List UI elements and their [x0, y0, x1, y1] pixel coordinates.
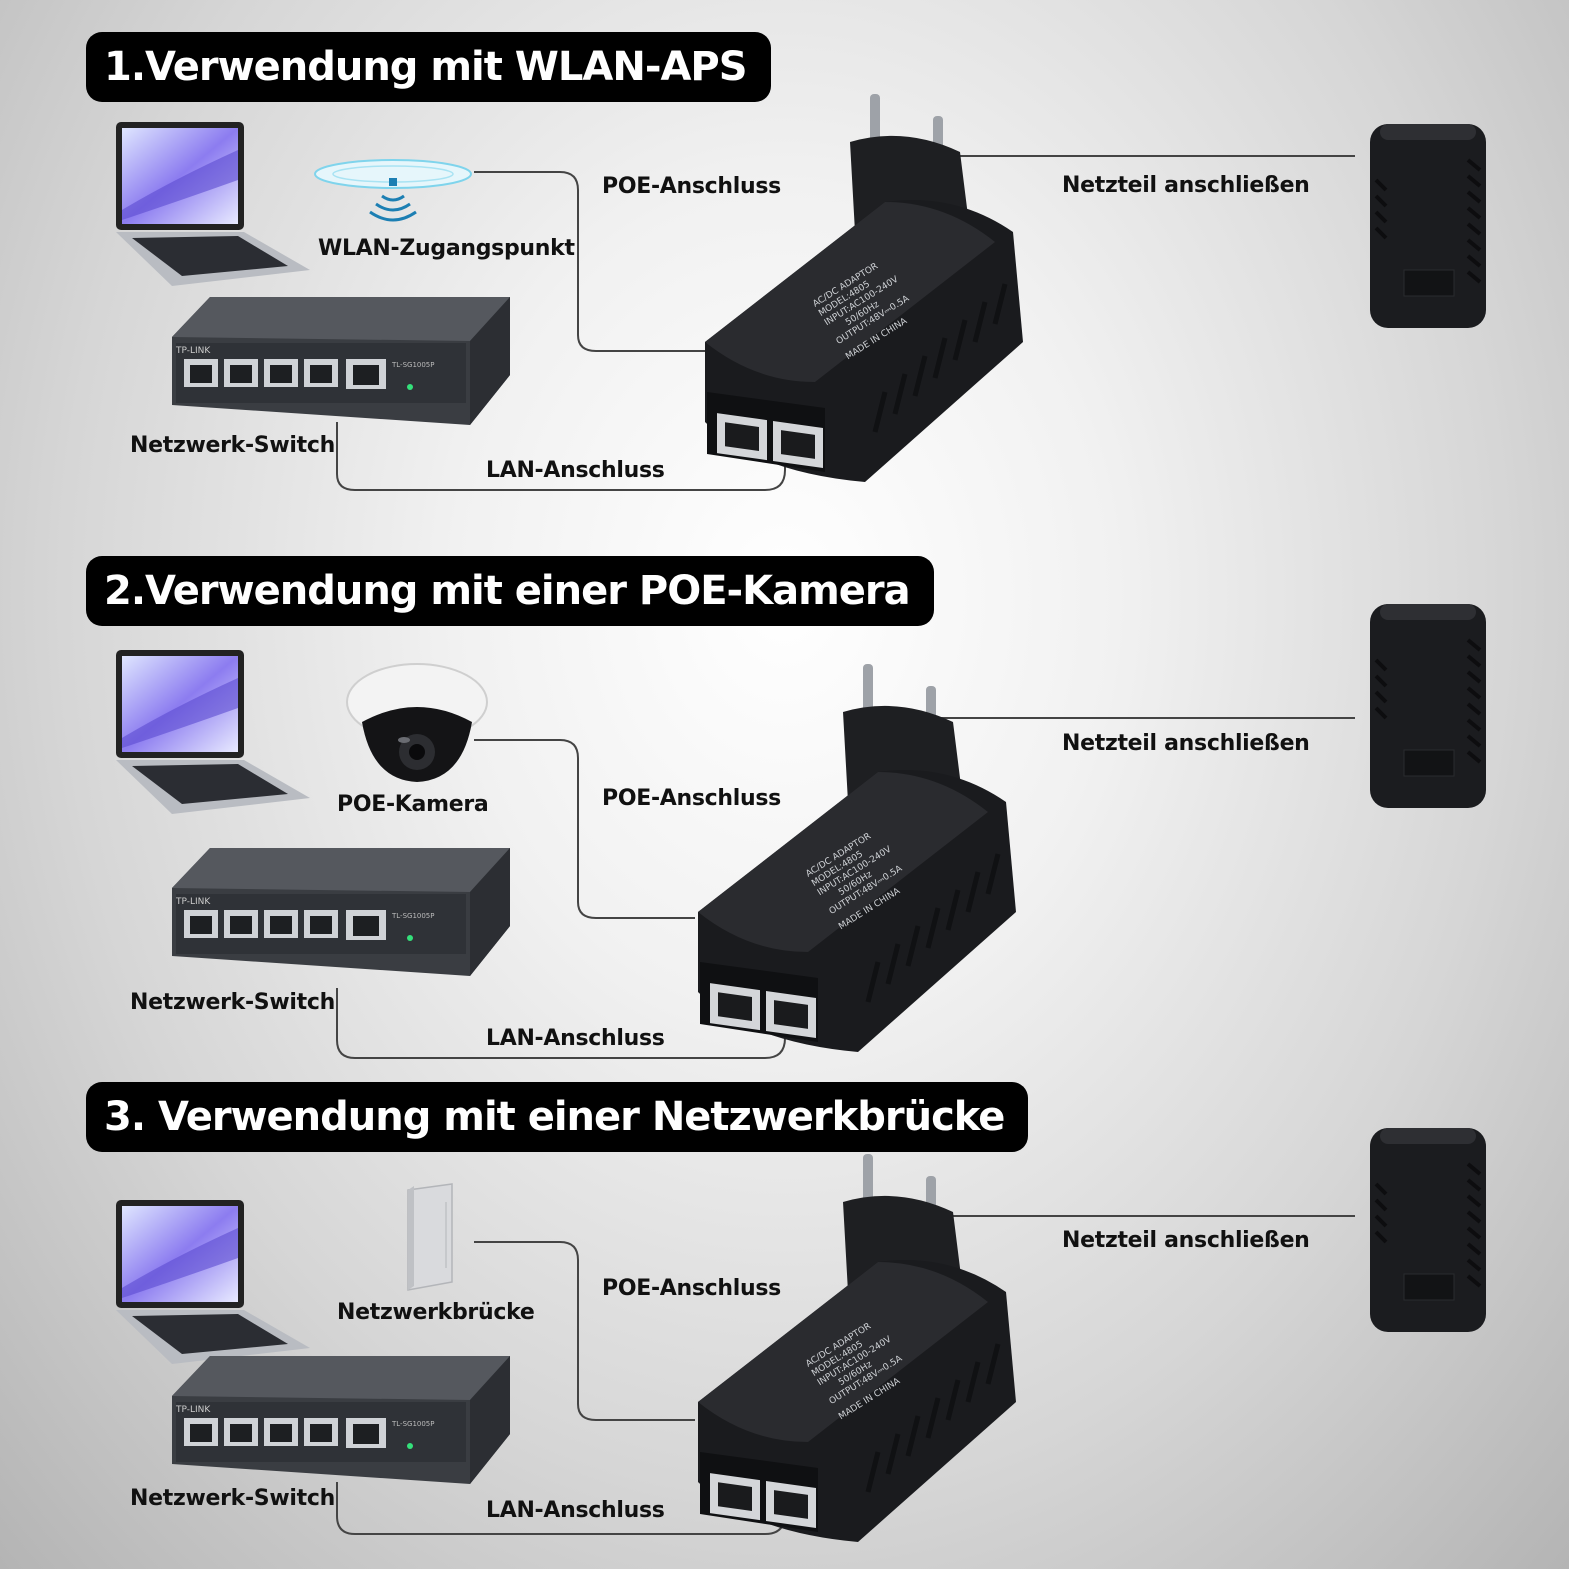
connection-lines [336, 717, 1355, 1059]
lan-port-label: LAN-Anschluss [486, 1498, 665, 1523]
power-supply-icon [1370, 124, 1486, 328]
lan-port-label: LAN-Anschluss [486, 458, 665, 483]
laptop-icon [116, 650, 310, 814]
wifi-access-point-icon [314, 159, 472, 222]
laptop-icon [116, 122, 310, 286]
section-poe-camera: 2.Verwendung mit einer POE-Kamera POE-Ka… [0, 556, 1569, 1066]
section-title: 2.Verwendung mit einer POE-Kamera [86, 556, 934, 626]
device-label: POE-Kamera [337, 792, 489, 817]
switch-label: Netzwerk-Switch [130, 1486, 335, 1511]
poe-port-label: POE-Anschluss [602, 1276, 781, 1301]
connection-lines [336, 155, 1355, 491]
section-network-bridge: 3. Verwendung mit einer Netzwerkbrücke N… [0, 1082, 1569, 1569]
power-supply-icon [1370, 1128, 1486, 1332]
network-bridge-icon [407, 1183, 453, 1291]
power-label: Netzteil anschließen [1062, 173, 1310, 198]
power-supply-icon [1370, 604, 1486, 808]
poe-port-label: POE-Anschluss [602, 786, 781, 811]
poe-injector-icon: AC/DC ADAPTOR MODEL:4805 INPUT:AC100-240… [698, 1154, 1016, 1542]
poe-injector-icon: AC/DC ADAPTOR MODEL:4805 INPUT:AC100-240… [698, 664, 1016, 1052]
switch-model: TL-SG1005P [391, 912, 434, 920]
device-label: Netzwerkbrücke [337, 1300, 535, 1325]
section-title: 3. Verwendung mit einer Netzwerkbrücke [86, 1082, 1029, 1152]
dome-camera-icon [346, 663, 488, 782]
laptop-icon [116, 1200, 310, 1364]
lan-port-label: LAN-Anschluss [486, 1026, 665, 1051]
power-label: Netzteil anschließen [1062, 1228, 1310, 1253]
switch-brand: TP-LINK [175, 346, 211, 356]
switch-model: TL-SG1005P [391, 1420, 434, 1428]
power-label: Netzteil anschließen [1062, 731, 1310, 756]
section-wlan-ap: 1.Verwendung mit WLAN-APS WLAN-Zugangspu… [0, 30, 1569, 510]
network-switch-icon: TP-LINK TL-SG1005P [172, 848, 510, 976]
switch-label: Netzwerk-Switch [130, 990, 335, 1015]
poe-injector-icon: AC/DC ADAPTOR MODEL:4805 INPUT:AC100-240… [705, 94, 1023, 482]
switch-brand: TP-LINK [175, 897, 211, 907]
network-switch-icon: TP-LINK TL-SG1005P [172, 297, 510, 425]
switch-brand: TP-LINK [175, 1405, 211, 1415]
poe-port-label: POE-Anschluss [602, 174, 781, 199]
device-label: WLAN-Zugangspunkt [318, 236, 575, 261]
switch-model: TL-SG1005P [391, 361, 434, 369]
section-title: 1.Verwendung mit WLAN-APS [86, 32, 771, 102]
switch-label: Netzwerk-Switch [130, 433, 335, 458]
network-switch-icon: TP-LINK TL-SG1005P [172, 1356, 510, 1484]
